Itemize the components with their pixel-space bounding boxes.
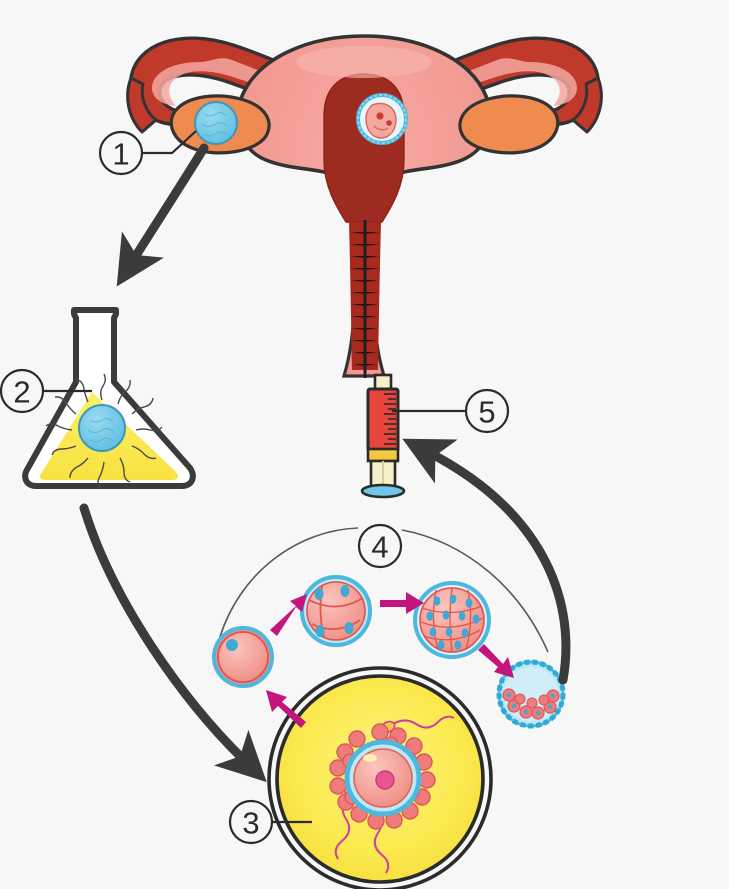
arrow-morula-to-blastocyst bbox=[478, 644, 514, 678]
syringe-thumb-rest bbox=[360, 483, 406, 499]
syringe-graduations bbox=[384, 393, 396, 445]
flask-oocyte bbox=[78, 404, 126, 452]
four-cell-stage bbox=[300, 575, 372, 647]
ovary-left bbox=[169, 94, 271, 155]
label-1-leader bbox=[142, 130, 197, 155]
polar-body bbox=[363, 754, 377, 762]
uterus-fundus-highlight bbox=[296, 46, 432, 78]
label-4[interactable]: 4 bbox=[357, 523, 403, 569]
label-2-circle bbox=[0, 368, 45, 414]
label-2-text: 2 bbox=[13, 375, 30, 410]
label-4-text: 4 bbox=[371, 530, 388, 565]
label-3-text: 3 bbox=[242, 806, 259, 841]
female-reproductive-system bbox=[126, 34, 603, 378]
inner-cell-mass bbox=[502, 688, 560, 720]
numbered-labels: 1 2 3 4 5 bbox=[0, 130, 510, 845]
tube-left-highlight bbox=[152, 58, 340, 110]
oocyte-nucleus bbox=[375, 770, 395, 790]
implanted-embryo bbox=[356, 93, 408, 145]
petri-dish-rim-outer bbox=[267, 666, 493, 889]
arrow-four-cell-to-morula bbox=[380, 592, 424, 614]
label-5-text: 5 bbox=[478, 395, 495, 430]
embryo-transfer-syringe bbox=[360, 373, 406, 499]
label-4-circle bbox=[357, 523, 403, 569]
blastocyst-stage bbox=[496, 659, 566, 729]
ovary-to-flask-arrow bbox=[116, 143, 209, 287]
oocyte-texture bbox=[87, 417, 115, 443]
erlenmeyer-flask bbox=[22, 307, 196, 489]
blastocyst-to-syringe-arrow bbox=[402, 438, 571, 685]
sperm-cells-radiating bbox=[45, 373, 163, 489]
label-5[interactable]: 5 bbox=[392, 388, 510, 434]
arrow-dish-to-zygote bbox=[266, 690, 306, 728]
fimbriae-left bbox=[126, 76, 158, 134]
syringe-plunger-seal bbox=[366, 447, 400, 463]
flask-to-petri-dish-arrow bbox=[79, 503, 267, 783]
mature-follicle-left bbox=[194, 101, 238, 145]
syringe-hub bbox=[373, 373, 393, 391]
label-5-circle bbox=[464, 388, 510, 434]
morula-stage bbox=[413, 581, 491, 659]
ovary-right bbox=[458, 94, 560, 155]
label-3-circle bbox=[228, 799, 274, 845]
stage-arc-left bbox=[218, 527, 359, 641]
fimbriae-right bbox=[571, 76, 603, 134]
arrow-zygote-to-four-cell bbox=[270, 594, 307, 636]
process-arrows bbox=[79, 143, 571, 783]
zygote-stage bbox=[212, 626, 274, 688]
oocyte-with-corona-radiata bbox=[329, 723, 436, 830]
label-1-circle bbox=[98, 130, 144, 176]
label-3[interactable]: 3 bbox=[228, 799, 312, 845]
stage-transition-arrows bbox=[266, 592, 514, 728]
label-1[interactable]: 1 bbox=[98, 130, 197, 176]
label-1-text: 1 bbox=[112, 137, 129, 172]
embryo-development-stages bbox=[212, 527, 566, 729]
petri-dish bbox=[267, 666, 493, 889]
tube-right-highlight bbox=[389, 58, 577, 110]
stage-arc-right bbox=[401, 529, 549, 653]
label-2[interactable]: 2 bbox=[0, 368, 92, 414]
